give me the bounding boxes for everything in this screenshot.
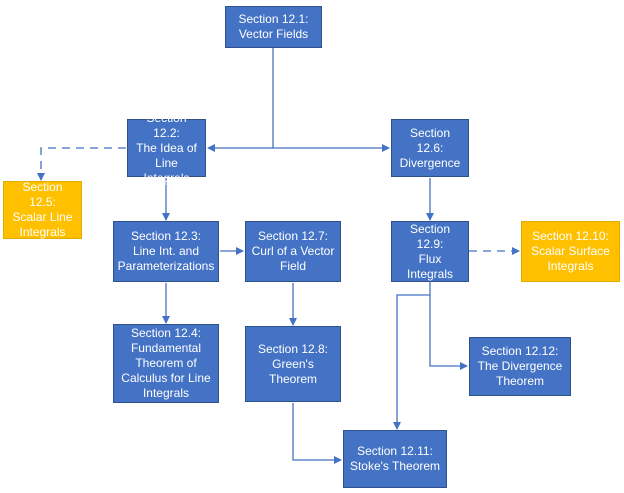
- connector-12-9-to-12-12: [429, 282, 468, 370]
- node-section-12-3: Section 12.3: Line Int. and Parameteriza…: [113, 221, 219, 282]
- connector-12-9-to-12-11: [393, 294, 430, 430]
- connector-12-8-to-12-11: [292, 403, 342, 464]
- node-section-12-9: Section 12.9: Flux Integrals: [391, 221, 469, 282]
- node-section-12-8: Section 12.8: Green's Theorem: [245, 326, 341, 402]
- node-section-12-2: Section 12.2: The Idea of Line Integrals: [127, 111, 206, 185]
- node-section-12-10: Section 12.10: Scalar Surface Integrals: [521, 221, 620, 282]
- node-section-12-6: Section 12.6: Divergence: [391, 119, 469, 177]
- node-section-12-11: Section 12.11: Stoke's Theorem: [343, 430, 447, 488]
- node-section-12-4: Section 12.4: Fundamental Theorem of Cal…: [113, 324, 219, 403]
- connector-12-2-to-12-5: [37, 147, 126, 181]
- node-section-12-5: Section 12.5: Scalar Line Integrals: [3, 180, 82, 239]
- node-section-12-12: Section 12.12: The Divergence Theorem: [469, 337, 571, 396]
- node-section-12-1: Section 12.1: Vector Fields: [225, 6, 322, 48]
- node-section-12-7: Section 12.7: Curl of a Vector Field: [245, 221, 341, 282]
